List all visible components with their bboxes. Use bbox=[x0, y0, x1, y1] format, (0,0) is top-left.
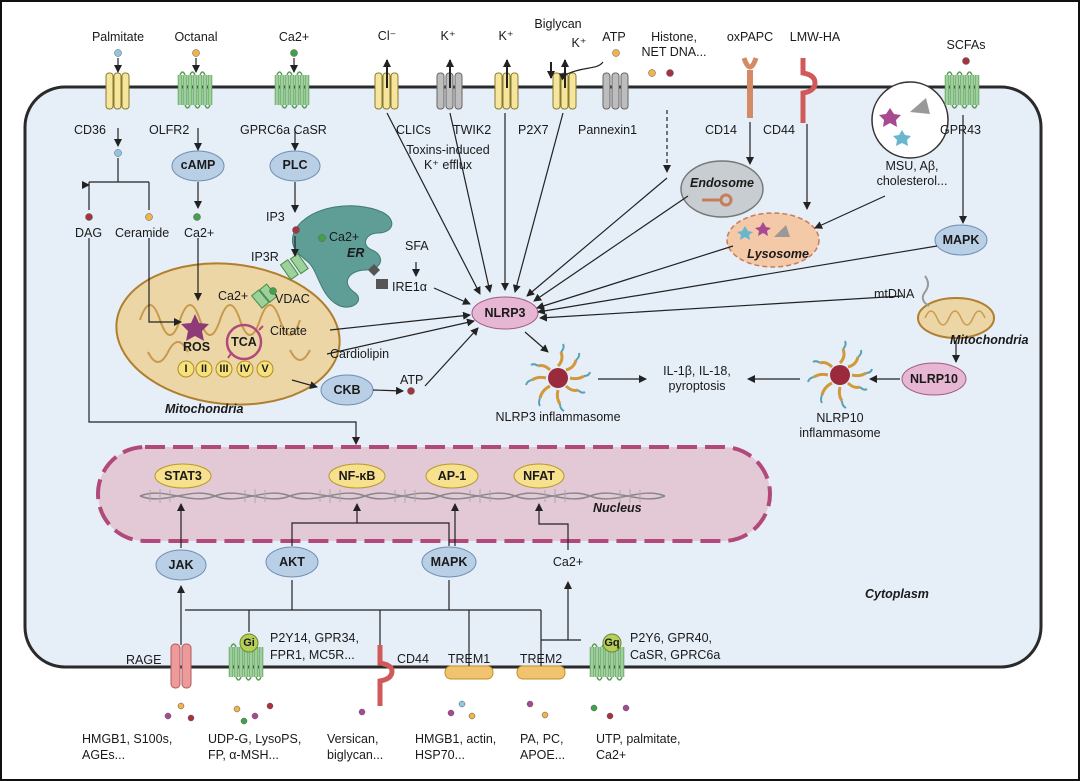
ire1a-label: IRE1α bbox=[392, 280, 428, 294]
rage-label: RAGE bbox=[126, 653, 162, 667]
mapk-right-node: MAPK bbox=[942, 233, 980, 247]
ckb-node: CKB bbox=[333, 383, 361, 397]
gprc6a-casr-label: GPRC6a CaSR bbox=[240, 123, 327, 137]
octanal-label: Octanal bbox=[174, 30, 218, 44]
trem1-label: TREM1 bbox=[447, 652, 491, 666]
mitochondria-right-label: Mitochondria bbox=[950, 333, 1029, 347]
complex-ii: II bbox=[200, 363, 208, 375]
nlrp3-inflammasome-label: NLRP3 inflammasome bbox=[495, 410, 621, 424]
er-label: ER bbox=[347, 246, 365, 260]
mitochondria-left-label: Mitochondria bbox=[165, 402, 244, 416]
vdac-label: VDAC bbox=[275, 292, 310, 306]
nfkb-node: NF-κB bbox=[338, 469, 376, 483]
histone-label: Histone, bbox=[651, 30, 697, 44]
ligands-trem1-2: HSP70... bbox=[415, 748, 466, 762]
ca-low-label: Ca2+ bbox=[552, 555, 584, 569]
ca-top-label: Ca2+ bbox=[278, 30, 310, 44]
nlrp3-node: NLRP3 bbox=[484, 306, 526, 320]
lmwha-label: LMW-HA bbox=[789, 30, 841, 44]
ap1-node: AP-1 bbox=[437, 469, 467, 483]
ligands-trem2-2: APOE... bbox=[520, 748, 566, 762]
cytoplasm-label: Cytoplasm bbox=[865, 587, 929, 601]
gi-receptors-2: FPR1, MC5R... bbox=[270, 648, 355, 662]
gq-label: Gq bbox=[604, 637, 620, 649]
palmitate-label: Palmitate bbox=[91, 30, 145, 44]
gq-receptors-1: P2Y6, GPR40, bbox=[630, 631, 712, 645]
olfr2-label: OLFR2 bbox=[149, 123, 190, 137]
twik2-label: TWIK2 bbox=[453, 123, 492, 137]
nlrp10-node: NLRP10 bbox=[910, 372, 958, 386]
clics-label: CLICs bbox=[396, 123, 431, 137]
dag-label: DAG bbox=[75, 226, 103, 240]
jak-node: JAK bbox=[168, 558, 194, 572]
atp-top-label: ATP bbox=[602, 30, 626, 44]
net-dna-label: NET DNA... bbox=[641, 45, 707, 59]
camp-node: cAMP bbox=[180, 158, 216, 172]
gpr43-label: GPR43 bbox=[940, 123, 981, 137]
mapk-lower-node: MAPK bbox=[430, 555, 468, 569]
ip3-label: IP3 bbox=[266, 210, 285, 224]
toxins-label-1: Toxins-induced bbox=[406, 143, 490, 157]
nfat-node: NFAT bbox=[523, 469, 555, 483]
citrate-label: Citrate bbox=[270, 324, 307, 338]
gi-receptors-1: P2Y14, GPR34, bbox=[270, 631, 359, 645]
ligands-gi-2: FP, α-MSH... bbox=[208, 748, 279, 762]
atp-mid-label: ATP bbox=[400, 373, 424, 387]
tca-label: TCA bbox=[231, 335, 257, 349]
nlrp10-inflammasome-label-2: inflammasome bbox=[799, 426, 881, 440]
ca-mid-label: Ca2+ bbox=[184, 226, 215, 240]
toxins-label-2: K⁺ efflux bbox=[423, 158, 473, 172]
cd44-top-label: CD44 bbox=[763, 123, 795, 137]
complex-i: I bbox=[184, 363, 188, 375]
ca-mito-label: Ca2+ bbox=[218, 289, 249, 303]
cl-label: Cl⁻ bbox=[377, 29, 397, 43]
ros-label: ROS bbox=[183, 340, 211, 354]
k-label-1: K⁺ bbox=[440, 29, 456, 43]
lysosome-label: Lysosome bbox=[747, 247, 809, 261]
ligands-gq-1: UTP, palmitate, bbox=[596, 732, 681, 746]
ligands-gi-1: UDP-G, LysoPS, bbox=[208, 732, 302, 746]
nlrp10-inflammasome-label-1: NLRP10 bbox=[816, 411, 864, 425]
k-label-2: K⁺ bbox=[498, 29, 514, 43]
mtdna-label: mtDNA bbox=[874, 287, 915, 301]
ligands-trem2-1: PA, PC, bbox=[520, 732, 564, 746]
stat3-node: STAT3 bbox=[164, 469, 202, 483]
ligands-gq-2: Ca2+ bbox=[596, 748, 627, 762]
complex-iv: IV bbox=[239, 363, 251, 375]
pyroptosis-label: pyroptosis bbox=[668, 379, 726, 393]
biglycan-label: Biglycan bbox=[534, 17, 582, 31]
cardiolipin-label: Cardiolipin bbox=[330, 347, 390, 361]
ligands-cd44-2: biglycan... bbox=[327, 748, 384, 762]
k-label-3: K⁺ bbox=[571, 36, 587, 50]
ip3r-label: IP3R bbox=[251, 250, 279, 264]
ceramide-label: Ceramide bbox=[115, 226, 170, 240]
msu-label-2: cholesterol... bbox=[876, 174, 948, 188]
ligands-cd44-1: Versican, bbox=[327, 732, 379, 746]
gq-receptors-2: CaSR, GPRC6a bbox=[630, 648, 721, 662]
trem2-label: TREM2 bbox=[519, 652, 563, 666]
scfas-label: SCFAs bbox=[946, 38, 986, 52]
ligands-rage-1: HMGB1, S100s, bbox=[82, 732, 173, 746]
complex-iii: III bbox=[219, 363, 229, 375]
akt-node: AKT bbox=[279, 555, 305, 569]
endosome-label: Endosome bbox=[690, 176, 754, 190]
il1-label: IL-1β, IL-18, bbox=[663, 364, 731, 378]
ligands-rage-2: AGEs... bbox=[82, 748, 126, 762]
nucleus-label: Nucleus bbox=[593, 501, 642, 515]
msu-label-1: MSU, Aβ, bbox=[885, 159, 939, 173]
ligands-trem1-1: HMGB1, actin, bbox=[415, 732, 497, 746]
oxpapc-label: oxPAPC bbox=[726, 30, 774, 44]
cd44-lower-label: CD44 bbox=[397, 652, 429, 666]
sfa-label: SFA bbox=[405, 239, 429, 253]
p2x7-label: P2X7 bbox=[518, 123, 549, 137]
ca-er-label: Ca2+ bbox=[329, 230, 360, 244]
cd36-label: CD36 bbox=[74, 123, 106, 137]
pannexin1-label: Pannexin1 bbox=[578, 123, 638, 137]
cd14-label: CD14 bbox=[705, 123, 737, 137]
gi-label: Gi bbox=[243, 637, 255, 649]
plc-node: PLC bbox=[282, 158, 308, 172]
complex-v: V bbox=[261, 363, 269, 375]
